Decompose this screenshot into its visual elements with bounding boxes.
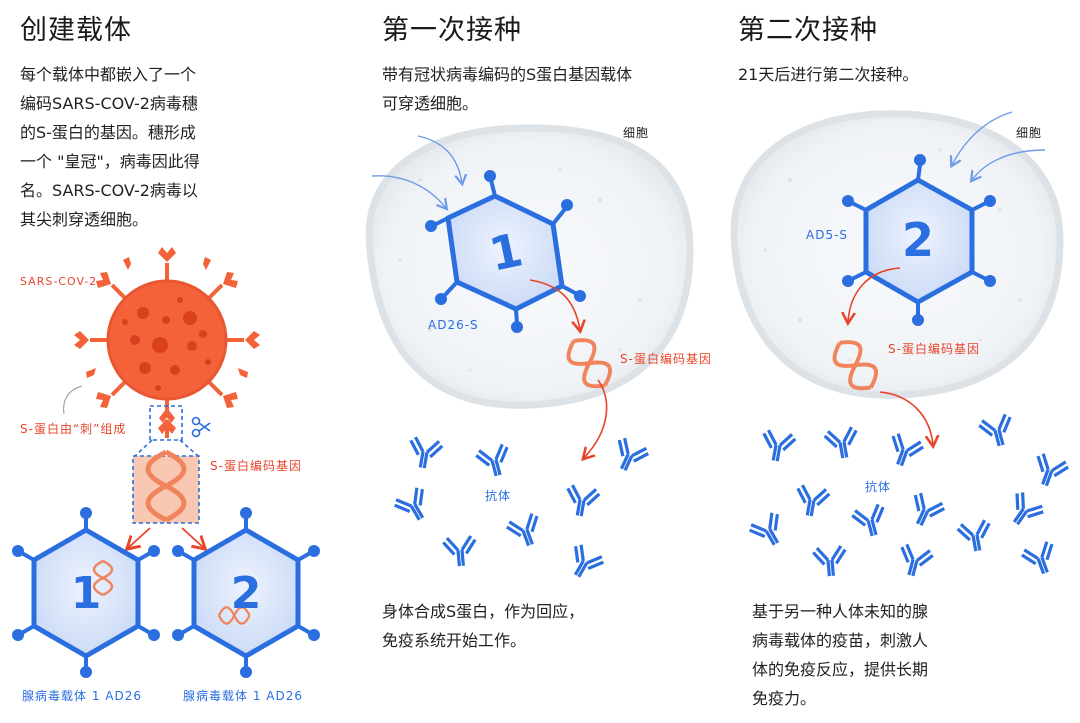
gene-label-1: S-蛋白编码基因 [210,459,302,473]
second-dose-description: 21天后进行第二次接种。 [738,65,919,84]
cell-label-2: 细胞 [1016,126,1043,140]
gene-box [132,455,200,524]
vector-label-ad26s: AD26-S [428,318,479,332]
first-dose-description: 带有冠状病毒编码的S蛋白基因载体 可穿透细胞。 [382,65,633,113]
second-dose-result: 基于另一种人体未知的腺 病毒载体的疫苗，刺激人 体的免疫反应，提供长期 免疫力。 [752,602,929,708]
create-vector-description: 每个载体中都嵌入了一个 编码SARS-COV-2病毒穗 的S-蛋白的基因。穗形成… [20,65,200,229]
title-second-dose: 第二次接种 [738,15,878,46]
vector1-number: 1 [71,568,102,619]
title-first-dose: 第一次接种 [382,15,522,46]
vector2-number: 2 [231,568,262,619]
vector1-caption: 腺病毒载体 1 AD26 [22,689,142,703]
antibody-label-2: 抗体 [865,480,892,494]
antibody-label-1: 抗体 [485,489,512,503]
cell2-vector-number: 2 [902,213,934,267]
antibodies-1 [391,434,652,586]
gene-label-2: S-蛋白编码基因 [620,352,712,366]
vector-ad26-2 [172,507,320,678]
sars-cov-2-virus [74,247,260,434]
vector2-caption: 腺病毒载体 1 AD26 [183,689,303,703]
title-create-vector: 创建载体 [20,15,132,46]
vector-label-ad5s: AD5-S [806,228,849,242]
cell-label-1: 细胞 [623,126,650,140]
vector-ad26-1 [12,507,160,678]
gene-label-3: S-蛋白编码基因 [888,342,980,356]
first-dose-result: 身体合成S蛋白，作为回应， 免疫系统开始工作。 [382,602,585,650]
antibodies-2 [746,411,1072,582]
scissors-icon [191,416,211,438]
vector-ad5-s [842,154,996,326]
virus-label: SARS-COV-2 [20,275,98,288]
spike-label: S-蛋白由“刺”组成 [20,422,127,436]
